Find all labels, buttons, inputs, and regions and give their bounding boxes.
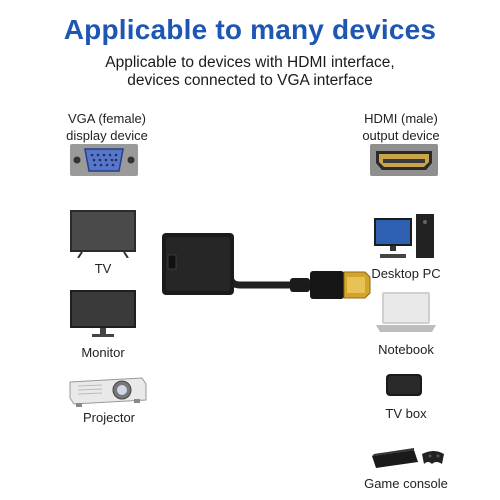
device-label-game-console: Game console [364, 476, 448, 491]
device-label-tv-box: TV box [385, 406, 427, 421]
game-console-icon [370, 442, 446, 470]
device-label-notebook: Notebook [378, 342, 434, 357]
desktop-pc-icon [374, 214, 436, 260]
hdmi-caption-line-1: HDMI (male) [364, 111, 438, 126]
hdmi-port-icon [370, 144, 438, 176]
projector-icon [66, 372, 150, 408]
monitor-icon [70, 290, 136, 338]
vga-port-icon [70, 144, 138, 176]
device-label-tv: TV [94, 261, 112, 276]
notebook-icon [376, 292, 436, 334]
tv-box-icon [384, 370, 424, 400]
vga-caption: VGA (female) display device [52, 110, 162, 144]
hdmi-caption-line-2: output device [362, 128, 440, 143]
device-label-monitor: Monitor [81, 345, 125, 360]
vga-hdmi-adapter [160, 205, 375, 325]
hdmi-caption: HDMI (male) output device [346, 110, 456, 144]
page-title: Applicable to many devices [63, 14, 437, 45]
tv-icon [70, 210, 136, 258]
vga-caption-line-1: VGA (female) [67, 111, 147, 126]
subtitle-line-1: Applicable to devices with HDMI interfac… [105, 54, 395, 71]
device-label-desktop-pc: Desktop PC [371, 266, 441, 281]
subtitle-line-2: devices connected to VGA interface [127, 72, 373, 89]
device-label-projector: Projector [82, 410, 136, 425]
vga-caption-line-2: display device [66, 128, 148, 143]
